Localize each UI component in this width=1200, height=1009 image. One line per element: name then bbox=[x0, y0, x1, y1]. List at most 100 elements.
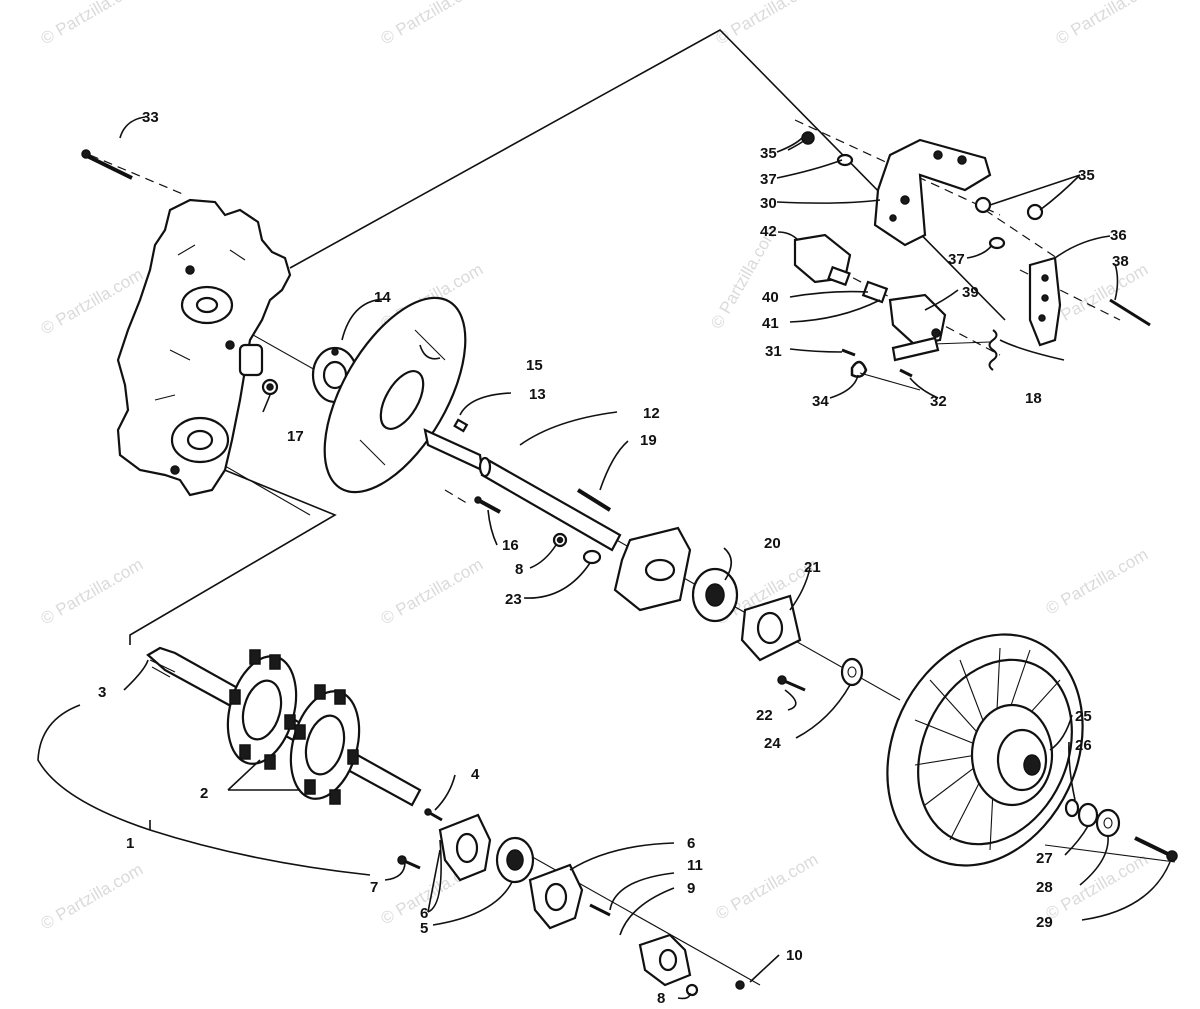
watermark: © Partzilla.com bbox=[378, 555, 487, 629]
callout-label: 35 bbox=[1078, 167, 1095, 184]
watermark: © Partzilla.com bbox=[38, 0, 147, 48]
callout-label: 15 bbox=[526, 357, 543, 374]
bolt-22 bbox=[777, 675, 806, 692]
callout-label: 37 bbox=[948, 251, 965, 268]
bearing-plate bbox=[613, 526, 692, 612]
callout-label: 41 bbox=[762, 315, 779, 332]
drive-sprocket-2b bbox=[289, 684, 361, 805]
callout-label: 26 bbox=[1075, 737, 1092, 754]
callout-label: 42 bbox=[760, 223, 777, 240]
callout-label: 12 bbox=[643, 405, 660, 422]
flange-6-left bbox=[438, 813, 492, 882]
spring-18 bbox=[988, 329, 998, 371]
callout-label: 20 bbox=[764, 535, 781, 552]
watermark: © Partzilla.com bbox=[713, 0, 822, 48]
callout-label: 25 bbox=[1075, 708, 1092, 725]
callout-label: 33 bbox=[142, 109, 159, 126]
callout-label: 39 bbox=[962, 284, 979, 301]
callout-label: 14 bbox=[374, 289, 391, 306]
brake-disc-15 bbox=[323, 296, 467, 494]
callout-label: 2 bbox=[200, 785, 208, 802]
clip-34 bbox=[850, 360, 868, 378]
nut-17 bbox=[261, 378, 279, 396]
pin-19 bbox=[576, 488, 612, 512]
callout-label: 29 bbox=[1036, 914, 1053, 931]
callout-label: 4 bbox=[471, 766, 480, 783]
washer-27 bbox=[1077, 802, 1099, 828]
callout-labels: 1 2 3 4 5 6 6 7 8 8 9 10 11 12 13 14 15 … bbox=[98, 109, 1129, 1007]
watermark: © Partzilla.com bbox=[1043, 850, 1152, 924]
key-13 bbox=[453, 418, 469, 433]
pin-32 bbox=[899, 368, 913, 378]
bushings-37 bbox=[836, 153, 1006, 250]
callout-label: 13 bbox=[529, 386, 546, 403]
callout-label: 7 bbox=[370, 879, 378, 896]
washer-28 bbox=[1095, 808, 1121, 838]
bolt-7 bbox=[397, 855, 421, 870]
callout-label: 38 bbox=[1112, 253, 1129, 270]
callout-label: 24 bbox=[764, 735, 781, 752]
callout-label: 10 bbox=[786, 947, 803, 964]
chaincase-housing bbox=[116, 198, 292, 497]
watermark: © Partzilla.com bbox=[378, 0, 487, 48]
callout-label: 5 bbox=[420, 920, 428, 937]
callout-label: 19 bbox=[640, 432, 657, 449]
callout-label: 37 bbox=[760, 171, 777, 188]
washer-24 bbox=[840, 657, 864, 687]
nuts-35 bbox=[801, 131, 1044, 221]
callout-label: 35 bbox=[760, 145, 777, 162]
bearing-5 bbox=[495, 836, 535, 884]
pads-40-41 bbox=[827, 265, 889, 304]
bearing-20 bbox=[691, 567, 739, 623]
callout-label: 30 bbox=[760, 195, 777, 212]
caliper-bracket-30 bbox=[873, 138, 992, 247]
callout-label: 18 bbox=[1025, 390, 1042, 407]
callout-label: 9 bbox=[687, 880, 695, 897]
callout-label: 28 bbox=[1036, 879, 1053, 896]
callout-label: 32 bbox=[930, 393, 947, 410]
callout-label: 11 bbox=[687, 857, 703, 874]
flange-21 bbox=[740, 594, 802, 662]
watermark: © Partzilla.com bbox=[38, 860, 147, 934]
callout-label: 22 bbox=[756, 707, 773, 724]
callout-label: 34 bbox=[812, 393, 829, 410]
callout-label: 6 bbox=[420, 905, 428, 922]
nut-8-upper bbox=[552, 532, 568, 548]
nut-8-lower bbox=[685, 983, 699, 997]
pin-31 bbox=[841, 348, 856, 357]
driven-clutch-25 bbox=[886, 633, 1084, 867]
bolt-4 bbox=[424, 808, 443, 822]
bracket-36 bbox=[1028, 256, 1062, 347]
callout-label: 8 bbox=[515, 561, 523, 578]
watermark: © Partzilla.com bbox=[38, 555, 147, 629]
washer-23 bbox=[582, 549, 602, 565]
bolt-29 bbox=[1134, 836, 1178, 862]
jackshaft-12 bbox=[423, 428, 622, 552]
speedo-drive-9 bbox=[638, 933, 692, 987]
callout-label: 21 bbox=[804, 559, 821, 576]
bolt-16 bbox=[474, 496, 501, 514]
bolt-33 bbox=[81, 149, 133, 180]
callout-label: 16 bbox=[502, 537, 519, 554]
watermark: © Partzilla.com bbox=[713, 850, 822, 924]
callout-label: 6 bbox=[687, 835, 695, 852]
callout-label: 8 bbox=[657, 990, 665, 1007]
flange-6-right bbox=[528, 863, 584, 930]
caliper-39 bbox=[888, 293, 947, 347]
drive-sprocket-2a bbox=[226, 649, 298, 770]
watermark: © Partzilla.com bbox=[1053, 0, 1162, 48]
callout-label: 17 bbox=[287, 428, 304, 445]
watermark: © Partzilla.com bbox=[1043, 545, 1152, 619]
callout-label: 27 bbox=[1036, 850, 1053, 867]
pin-11 bbox=[589, 903, 611, 917]
callout-label: 1 bbox=[126, 835, 134, 852]
callout-label: 3 bbox=[98, 684, 106, 701]
screw-10 bbox=[735, 980, 745, 990]
washer-26 bbox=[1064, 798, 1080, 818]
callout-label: 36 bbox=[1110, 227, 1127, 244]
callout-label: 40 bbox=[762, 289, 779, 306]
leader-lines bbox=[119, 116, 1171, 1000]
callout-label: 23 bbox=[505, 591, 522, 608]
callout-label: 31 bbox=[765, 343, 782, 360]
